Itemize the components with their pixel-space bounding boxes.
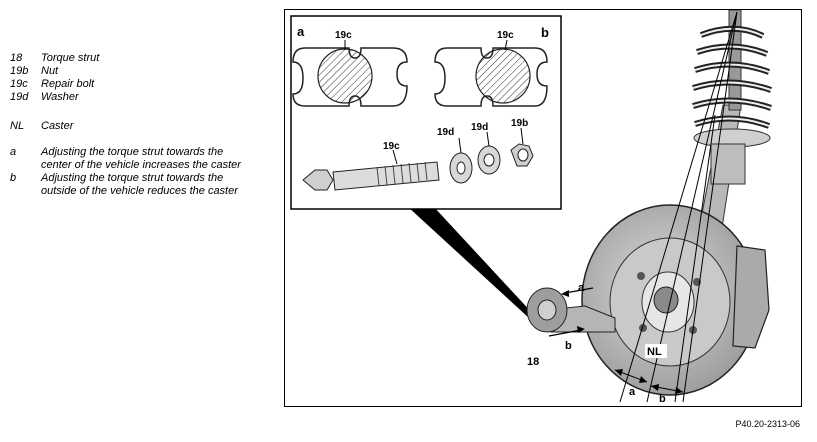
legend-item: 19b Nut xyxy=(10,65,256,78)
legend-text: Adjusting the torque strut towards the c… xyxy=(41,146,241,171)
caster-lines xyxy=(619,11,738,403)
label-dim-b: b xyxy=(659,393,666,405)
brake-caliper xyxy=(732,245,770,349)
label-19c-bolt: 19c xyxy=(383,141,400,152)
torque-strut xyxy=(526,287,616,333)
brake-disc xyxy=(581,204,759,396)
bolt-section-a xyxy=(317,48,373,104)
label-19c-a: 19c xyxy=(335,30,352,41)
panel-b-label: b xyxy=(541,25,549,40)
detail-inset: a b 19c 19c xyxy=(290,15,562,210)
legend-note-b: b Adjusting the torque strut towards the… xyxy=(10,172,256,198)
suspension-illustration: 18 a b NL a b a b 19c 19c xyxy=(290,9,772,405)
suspension-figure: 18 a b NL a b a b 19c 19c xyxy=(284,9,802,407)
legend-text: Repair bolt xyxy=(41,78,95,90)
legend-note-a: a Adjusting the torque strut towards the… xyxy=(10,146,256,172)
legend: 18 Torque strut 19b Nut 19c Repair bolt … xyxy=(10,52,256,198)
label-nl: NL xyxy=(647,346,662,358)
legend-text: Caster xyxy=(41,120,74,132)
adjust-arrows xyxy=(548,287,594,337)
legend-item: 18 Torque strut xyxy=(10,52,256,65)
label-dim-a: a xyxy=(629,386,636,398)
label-18: 18 xyxy=(527,356,539,368)
legend-caster: NL Caster xyxy=(10,120,256,133)
pointer-wedge xyxy=(407,206,535,318)
label-19d-2: 19d xyxy=(471,122,488,133)
legend-text: Washer xyxy=(41,91,79,103)
legend-key: 19b xyxy=(10,65,29,77)
label-19d-1: 19d xyxy=(437,127,454,138)
bolt-section-b xyxy=(475,48,531,104)
legend-key: 18 xyxy=(10,52,23,64)
nut xyxy=(510,127,534,167)
legend-text: Nut xyxy=(41,65,59,77)
label-arrow-b: b xyxy=(565,340,572,352)
legend-key: 19d xyxy=(10,91,29,103)
repair-bolt xyxy=(302,149,440,191)
legend-key: 19c xyxy=(10,78,28,90)
label-19b: 19b xyxy=(511,118,528,129)
legend-text: Torque strut xyxy=(41,52,100,64)
legend-item: 19d Washer xyxy=(10,91,256,104)
figure-reference: P40.20-2313-06 xyxy=(735,419,800,429)
legend-key: a xyxy=(10,146,17,158)
washer-1 xyxy=(449,137,473,184)
label-19c-b: 19c xyxy=(497,30,514,41)
legend-key: b xyxy=(10,172,17,184)
legend-item: 19c Repair bolt xyxy=(10,78,256,91)
nl-label-bg xyxy=(645,344,667,358)
legend-key: NL xyxy=(10,120,25,132)
panel-a-label: a xyxy=(297,24,305,39)
legend-text: Adjusting the torque strut towards the o… xyxy=(41,172,238,197)
label-arrow-a: a xyxy=(578,282,585,294)
washer-2 xyxy=(477,131,501,175)
caster-dimensions xyxy=(614,369,684,394)
